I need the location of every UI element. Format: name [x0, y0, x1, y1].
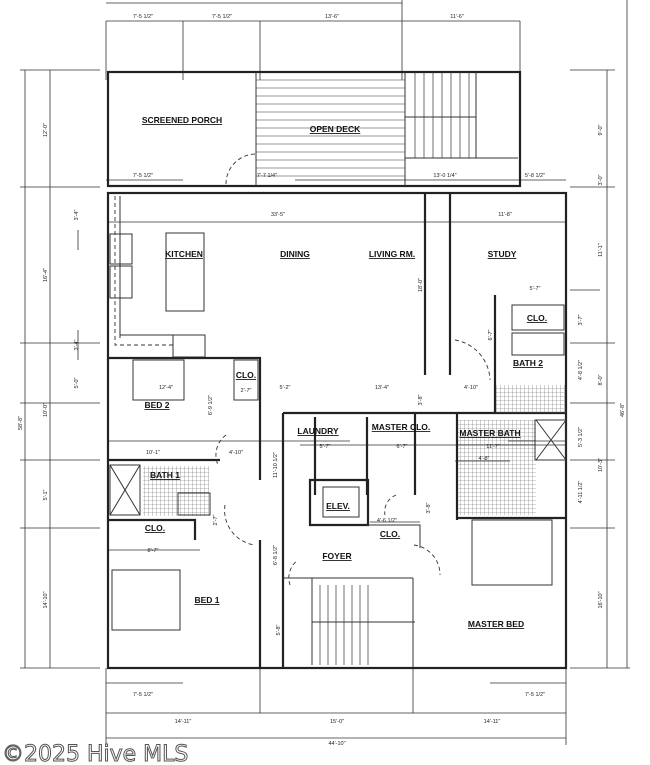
label-screened-porch: SCREENED PORCH — [142, 115, 222, 125]
label-study-closet: CLO. — [527, 313, 547, 323]
master-bed-bed — [471, 519, 553, 586]
label-master-closet: MASTER CLO. — [372, 422, 431, 432]
dimension-label: 15'-0" — [330, 719, 344, 725]
dimension-label: 3'-0" — [598, 174, 604, 185]
dimension-label: 6'-9 1/2" — [208, 395, 214, 415]
dimension-label: 10'-3" — [598, 458, 604, 472]
deck-stairs — [405, 72, 518, 159]
dimension-label: 3'-4" — [74, 209, 80, 220]
dimension-label: 3'-7" — [578, 314, 584, 325]
dimension-label: 4'-6 1/2" — [377, 518, 397, 524]
dimension-label: 11'-7" — [486, 444, 500, 450]
dimension-label: 7'-5 1/2" — [133, 692, 153, 698]
dimension-label: 18'-0" — [418, 278, 424, 292]
dimension-label: 5'-0" — [74, 377, 80, 388]
bed1-bed — [111, 569, 181, 631]
dimension-label: 13'-6" — [325, 14, 339, 20]
porch-deck — [106, 70, 522, 188]
fridge-icon — [172, 334, 206, 358]
dimension-label: 5'-2" — [280, 385, 291, 391]
range-icon — [109, 233, 133, 265]
dimension-label: 4'-10" — [229, 450, 243, 456]
dimension-label: 7'-5 1/2" — [133, 173, 153, 179]
dimension-label: 14'-11" — [484, 719, 501, 725]
dimension-label: 3'-8" — [418, 394, 424, 405]
label-bath2: BATH 2 — [513, 358, 543, 368]
dimension-label: 16'-10" — [598, 591, 604, 608]
dimension-label: 4'-10" — [464, 385, 478, 391]
dimension-label: 13'-4" — [375, 385, 389, 391]
dimension-label: 14'-10" — [43, 591, 49, 608]
dimension-label: 2'-7" — [241, 388, 252, 394]
dimension-label: 11'-8" — [498, 212, 512, 218]
dimension-label: 5'-8 1/2" — [525, 173, 545, 179]
dimension-label: 16'-4" — [43, 268, 49, 282]
dimension-label: 46'-8" — [620, 403, 626, 417]
label-open-deck: OPEN DECK — [310, 124, 361, 134]
dimension-label: 12'-0" — [43, 123, 49, 137]
house-walls — [106, 191, 568, 670]
dimension-label: 5'-1" — [43, 489, 49, 500]
dimension-label: 12'-4" — [159, 385, 173, 391]
label-bed2-closet: CLO. — [236, 370, 256, 380]
dimension-label: 3'-4" — [74, 339, 80, 350]
label-bath1: BATH 1 — [150, 470, 180, 480]
dimension-label: 10'-1" — [146, 450, 160, 456]
dimension-label: 58'-8" — [18, 416, 24, 430]
dimension-label: 44'-10" — [328, 741, 345, 747]
tub-icon — [511, 332, 565, 356]
dimension-label: 14'-11" — [175, 719, 192, 725]
dimension-label: 10'-0" — [43, 403, 49, 417]
foyer-stairs — [311, 578, 415, 665]
label-foyer: FOYER — [322, 551, 351, 561]
dimension-label: 3'-8" — [426, 502, 432, 513]
dimension-label: 4'-8 1/2" — [578, 360, 584, 380]
dimension-label: 9'-0" — [598, 124, 604, 135]
dimension-label: 5'-7" — [320, 444, 331, 450]
label-bed2: BED 2 — [144, 400, 169, 410]
sink-icon — [109, 265, 133, 299]
bed2-bed — [132, 359, 185, 401]
dimension-label: 7'-5 1/2" — [525, 692, 545, 698]
dimension-label: 11'-1" — [598, 243, 604, 257]
dimension-labels: 7'-5 1/2" 7'-5 1/2" 13'-6" 11'-6" 7'-5 1/2" 7… — [18, 14, 626, 747]
dimension-label: 4'-8" — [479, 456, 490, 462]
dimension-label: 11'-6" — [450, 14, 464, 20]
deck-boards — [256, 79, 405, 177]
kitchen-island — [165, 232, 205, 312]
dimension-label: 8'-7" — [148, 548, 159, 554]
label-dining: DINING — [280, 249, 310, 259]
elevator-car — [322, 486, 360, 518]
watermark: ©2025 Hive MLS — [2, 742, 188, 765]
dimension-label: 7'-5 1/2" — [133, 14, 153, 20]
dimension-label: 4'-11 1/2" — [578, 481, 584, 504]
dimension-label: 7'-5 1/2" — [212, 14, 232, 20]
dimension-label: 13'-0 1/4" — [433, 173, 456, 179]
label-kitchen: KITCHEN — [165, 249, 203, 259]
dimension-label: 6'-7" — [488, 329, 494, 340]
dimension-label: 11'-10 1/2" — [273, 452, 279, 478]
label-bed1: BED 1 — [194, 595, 219, 605]
label-master-bed: MASTER BED — [468, 619, 524, 629]
label-laundry: LAUNDRY — [297, 426, 339, 436]
dimension-label: 5'-3 1/2" — [578, 427, 584, 447]
label-study: STUDY — [488, 249, 517, 259]
dimension-label: 6'-7" — [397, 444, 408, 450]
dimension-label: 5'-7" — [530, 286, 541, 292]
dimension-label: 7'-7 1/4" — [257, 173, 277, 179]
dimension-label: 2'-7" — [213, 514, 219, 525]
label-master-bath: MASTER BATH — [459, 428, 520, 438]
dimension-label: 8'-0" — [598, 374, 604, 385]
dimension-label: 6'-8 1/2" — [273, 545, 279, 565]
dimension-label: 5'-8" — [276, 624, 282, 635]
label-foyer-closet: CLO. — [380, 529, 400, 539]
dimension-label: 33'-5" — [271, 212, 285, 218]
label-bed1-closet: CLO. — [145, 523, 165, 533]
room-labels: SCREENED PORCH OPEN DECK KITCHEN DINING … — [142, 115, 547, 629]
label-elevator: ELEV. — [326, 501, 350, 511]
label-living: LIVING RM. — [369, 249, 415, 259]
